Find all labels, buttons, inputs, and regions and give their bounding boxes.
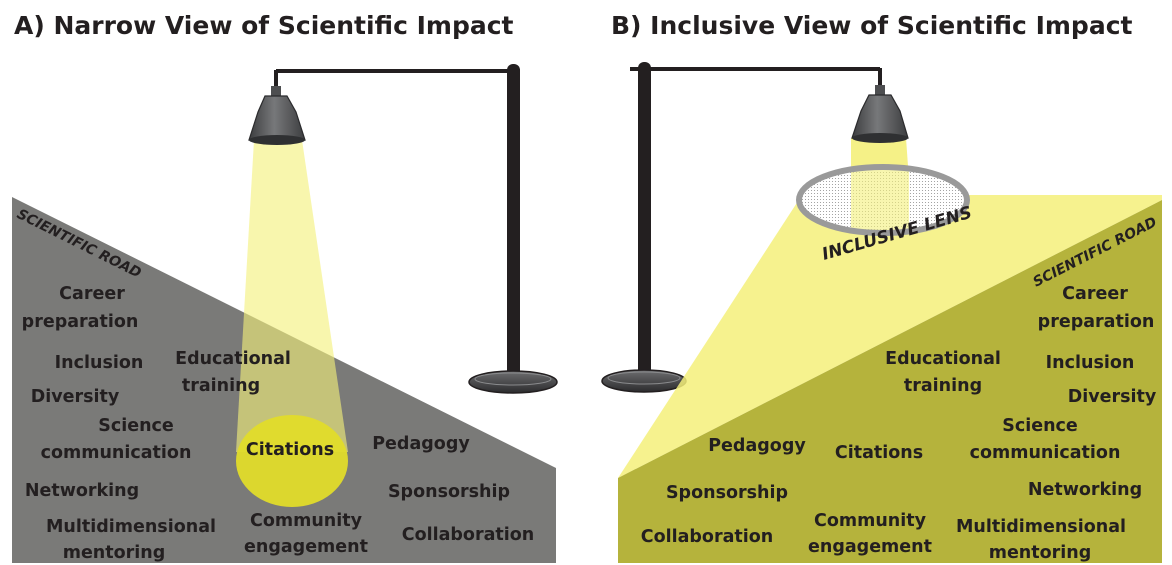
label-inclusion-b: Inclusion	[1046, 353, 1135, 373]
label-diversity-b: Diversity	[1068, 387, 1157, 407]
label-citations-b: Citations	[835, 443, 923, 463]
label-science-b: Science	[1002, 416, 1078, 436]
label-mentoring-a-2: mentoring	[63, 543, 166, 563]
inclusive-lens	[796, 164, 970, 236]
label-mentoring-a: Multidimensional	[46, 517, 216, 537]
panel-inclusive: B) Inclusive View of Scientific Impact	[601, 11, 1162, 563]
label-educational-a: Educational	[175, 349, 291, 369]
label-collaboration-a: Collaboration	[402, 525, 535, 545]
label-pedagogy-b: Pedagogy	[708, 436, 806, 456]
label-science-a-2: communication	[41, 443, 192, 463]
panel-b-title: B) Inclusive View of Scientific Impact	[611, 11, 1133, 40]
label-collaboration-b: Collaboration	[641, 527, 774, 547]
label-mentoring-b: Multidimensional	[956, 517, 1126, 537]
citations-spotlight	[236, 415, 348, 507]
light-beam-a	[236, 140, 348, 452]
panel-narrow: A) Narrow View of Scientific Impact SCIE…	[12, 11, 558, 563]
label-community-b: Community	[814, 511, 927, 531]
label-educational-b-2: training	[904, 376, 982, 396]
label-pedagogy-a: Pedagogy	[372, 434, 470, 454]
label-science-a: Science	[98, 416, 174, 436]
label-community-a-2: engagement	[244, 537, 368, 557]
label-career-b-2: preparation	[1038, 312, 1155, 332]
label-career-a: Career	[59, 284, 125, 304]
label-science-b-2: communication	[970, 443, 1121, 463]
label-citations-a: Citations	[246, 440, 334, 460]
label-sponsorship-a: Sponsorship	[388, 482, 510, 502]
label-inclusion-a: Inclusion	[55, 353, 144, 373]
label-sponsorship-b: Sponsorship	[666, 483, 788, 503]
lamp-post-a	[274, 64, 558, 394]
label-community-a: Community	[250, 511, 363, 531]
label-diversity-a: Diversity	[31, 387, 120, 407]
label-community-b-2: engagement	[808, 537, 932, 557]
label-educational-b: Educational	[885, 349, 1001, 369]
scientific-road-b	[618, 200, 1162, 563]
label-mentoring-b-2: mentoring	[989, 543, 1092, 563]
label-networking-a: Networking	[25, 481, 139, 501]
lamp-post-b	[601, 62, 882, 393]
panel-a-title: A) Narrow View of Scientific Impact	[14, 11, 514, 40]
lamp-shade-b	[851, 85, 909, 143]
label-career-b: Career	[1062, 284, 1128, 304]
label-educational-a-2: training	[182, 376, 260, 396]
lamp-shade-a	[248, 86, 306, 145]
label-networking-b: Networking	[1028, 480, 1142, 500]
label-career-a-2: preparation	[22, 312, 139, 332]
light-beam-b	[618, 195, 1162, 478]
